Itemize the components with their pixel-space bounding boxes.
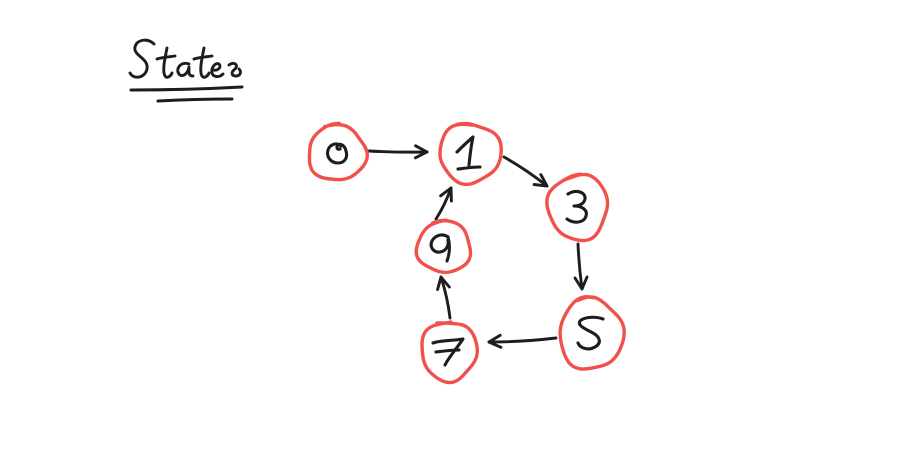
title-letter xyxy=(155,46,177,79)
node-digit xyxy=(431,337,465,367)
arrow-head xyxy=(436,275,451,291)
state-node-9: 9 xyxy=(414,218,473,275)
node-digit-stroke xyxy=(455,135,475,167)
title-underline xyxy=(129,85,244,92)
arrow-7-to-9 xyxy=(436,275,452,320)
title-letter xyxy=(227,61,242,78)
state-node-3: 3 xyxy=(545,172,610,243)
node-label: 9 xyxy=(436,231,452,262)
arrow-5-to-7 xyxy=(487,333,558,349)
arrow-head xyxy=(413,144,429,160)
arrow-head xyxy=(487,333,503,349)
arrow-head xyxy=(532,173,549,188)
arrow-head xyxy=(573,275,589,291)
node-digit-stroke xyxy=(456,165,482,171)
node-digit-stroke xyxy=(326,142,349,165)
node-circle xyxy=(414,218,473,275)
arrow-head xyxy=(439,186,453,203)
state-node-7: 7 xyxy=(420,320,480,385)
title-letter-stroke xyxy=(176,61,195,78)
arrow-3-to-5 xyxy=(573,242,589,291)
node-digit xyxy=(326,142,349,165)
title-letter xyxy=(210,62,225,78)
arrow-0-to-1 xyxy=(367,144,429,160)
node-label: 3 xyxy=(570,191,586,222)
title-letter xyxy=(192,46,214,79)
state-node-5: 5 xyxy=(558,294,626,371)
node-digit xyxy=(455,135,482,171)
arrow-1-to-3 xyxy=(502,155,549,188)
state-node-1: 1 xyxy=(438,121,503,187)
node-digit-stroke xyxy=(576,315,605,351)
state-node-0: 0 xyxy=(307,121,369,182)
title-letter-stroke xyxy=(192,54,214,61)
page-title: States xyxy=(131,39,244,83)
arrow-shaft xyxy=(367,149,429,154)
node-digit xyxy=(576,315,605,351)
node-label: 1 xyxy=(462,137,478,168)
arrow-9-to-1 xyxy=(434,186,453,221)
node-circle xyxy=(558,294,626,371)
title-letter-stroke xyxy=(128,38,156,79)
node-digit xyxy=(565,189,588,224)
node-digit xyxy=(429,233,451,263)
node-digit-stroke xyxy=(445,235,451,263)
node-circle xyxy=(307,121,369,182)
node-digit-stroke xyxy=(434,348,461,354)
title-letter-stroke xyxy=(210,62,225,78)
title-letter xyxy=(128,38,156,79)
title-letter-stroke xyxy=(155,54,177,61)
node-label: 0 xyxy=(329,137,345,168)
title-letter-stroke xyxy=(227,61,242,78)
node-circle xyxy=(420,320,480,385)
node-label: 7 xyxy=(441,335,457,366)
node-digit-stroke xyxy=(565,189,588,224)
arrow-shaft xyxy=(576,242,584,291)
node-circle xyxy=(438,121,503,187)
node-digit-stroke xyxy=(429,233,450,254)
node-digit-stroke xyxy=(431,337,465,367)
diagram-title: States xyxy=(128,38,244,103)
title-letter xyxy=(176,61,195,78)
arrow-shaft xyxy=(502,155,549,188)
node-circle xyxy=(545,172,610,243)
node-label: 5 xyxy=(583,318,599,349)
title-underline xyxy=(156,97,234,103)
arrow-shaft xyxy=(487,336,558,344)
